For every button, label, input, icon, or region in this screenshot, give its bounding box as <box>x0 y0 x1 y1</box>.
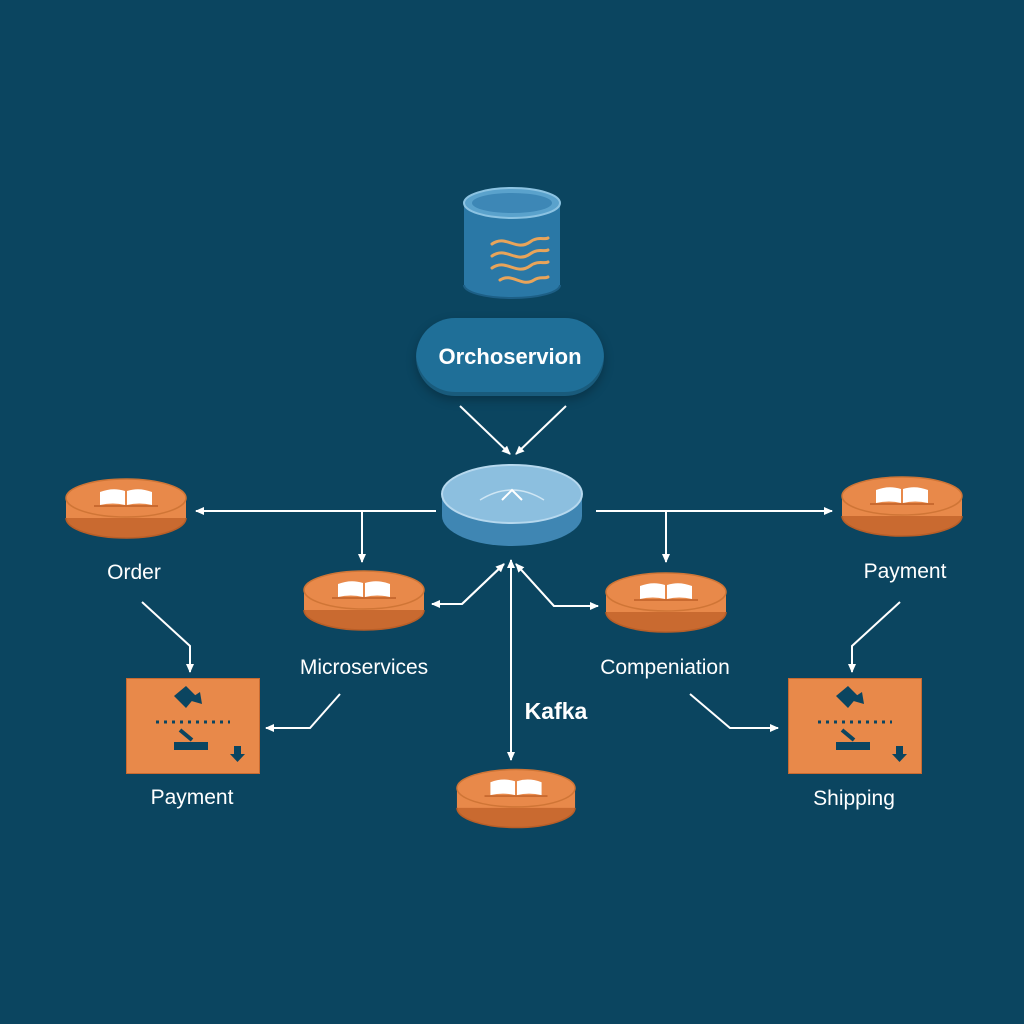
microservices-label: Microservices <box>299 656 429 679</box>
kafka-label: Kafka <box>524 698 588 724</box>
arrow-compensation-shipping <box>689 693 779 732</box>
microservices-node <box>303 570 425 631</box>
arrow-orch-hub-left <box>459 405 511 455</box>
arrow-compensation-hub <box>515 563 598 607</box>
arrow-microservices-payment <box>265 693 341 732</box>
order-node <box>65 478 187 539</box>
orchestrator-label: Orchoservion <box>416 318 604 396</box>
chevron-up-icon <box>479 488 545 501</box>
compensation-node <box>605 572 727 633</box>
arrow-hub-compensation <box>515 563 599 610</box>
payment-left-node <box>126 678 260 774</box>
arrow-payment-shipping <box>848 601 901 673</box>
payment-right-node <box>841 476 963 537</box>
arrow-order-payment <box>141 601 194 673</box>
shipping-node <box>788 678 922 774</box>
payment-left-label: Payment <box>150 786 234 809</box>
orchestration-hub <box>441 464 583 546</box>
arrow-hub-microservices <box>431 563 505 608</box>
shipping-label: Shipping <box>813 787 895 810</box>
kafka-node <box>455 768 577 829</box>
payment-right-label: Payment <box>863 560 947 583</box>
arrow-orch-hub-right <box>515 405 567 455</box>
order-label: Order <box>107 561 161 584</box>
compensation-label: Compeniation <box>600 656 730 679</box>
connector-arrows <box>141 405 901 761</box>
database-icon <box>463 187 561 299</box>
